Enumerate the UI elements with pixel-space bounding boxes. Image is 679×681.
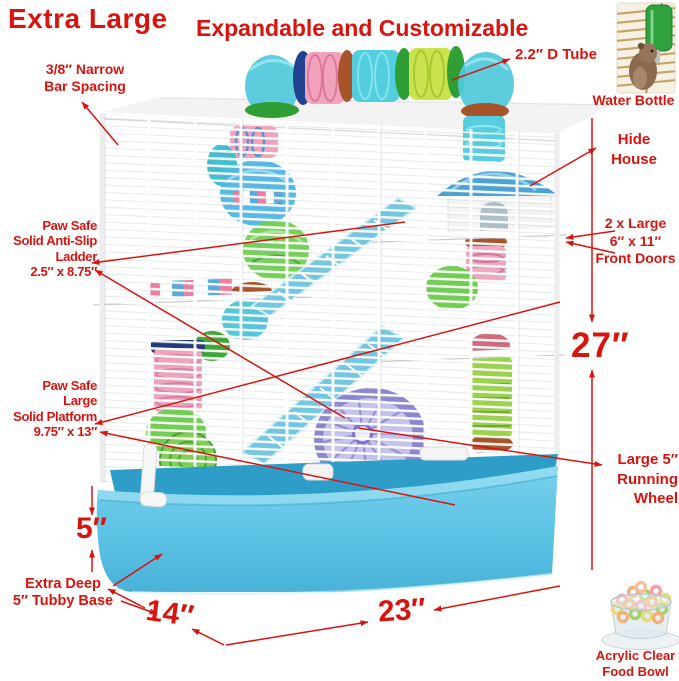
ladder-label: Paw Safe Solid Anti-Slip Ladder 2.5″ x 8…	[13, 218, 97, 279]
water-bottle-label: Water Bottle	[592, 92, 675, 108]
arrow-platform-2	[99, 430, 456, 506]
arrow-d-tube	[451, 58, 511, 81]
arrow-front-door-2	[565, 240, 616, 254]
d-tube-label: 2.2″ D Tube	[515, 46, 597, 63]
cage-base	[96, 446, 558, 596]
front-doors-label: 2 x Large 6″ x 11″ Front Doors	[595, 215, 676, 266]
arrow-tubby-base-1	[112, 553, 163, 587]
food-bowl-inset	[601, 580, 679, 650]
arrow-bar-spacing	[81, 101, 119, 146]
length-dimension: 14″	[143, 593, 196, 634]
width-dimension: 23″	[376, 592, 427, 629]
dim-line-14-top	[107, 588, 146, 609]
hide-house-label: Hide House	[611, 131, 657, 168]
tubby-base-label: Extra Deep 5″ Tubby Base	[12, 576, 114, 610]
door-latch	[419, 446, 469, 461]
hamster-graphic	[629, 42, 657, 90]
dim-line-23-right	[433, 585, 561, 612]
arrow-wheel	[357, 427, 603, 467]
extra-large-badge: Extra Large	[8, 3, 168, 34]
running-wheel-label: Large 5″ Running Wheel	[617, 451, 678, 507]
annotation-arrows	[81, 58, 616, 646]
water-bottle-inset	[616, 2, 676, 94]
base-clip	[139, 443, 167, 508]
arrow-front-door-1	[565, 230, 616, 240]
bar-spacing-label: 3/8″ Narrow Bar Spacing	[44, 61, 126, 94]
cage-mesh	[99, 113, 560, 483]
food-bowl-label: Acrylic Clear Food Bowl	[595, 648, 676, 680]
dim-line-23-left	[225, 620, 369, 646]
arrow-ladder-2	[94, 269, 346, 419]
height-dimension: 27″	[571, 326, 630, 365]
headline: Expandable and Customizable	[196, 15, 529, 41]
dim-line-14-bottom	[191, 628, 225, 646]
top-tube-run	[245, 46, 514, 119]
platform-label: Paw Safe Large Solid Platform 9.75″ x 13…	[13, 378, 97, 439]
arrow-platform-1	[94, 301, 561, 425]
arrow-ladder-1	[91, 221, 406, 266]
arrow-hide-house	[529, 147, 597, 187]
arrow-tubby-base-2	[120, 600, 158, 615]
base-depth-dimension: 5″	[76, 512, 108, 545]
